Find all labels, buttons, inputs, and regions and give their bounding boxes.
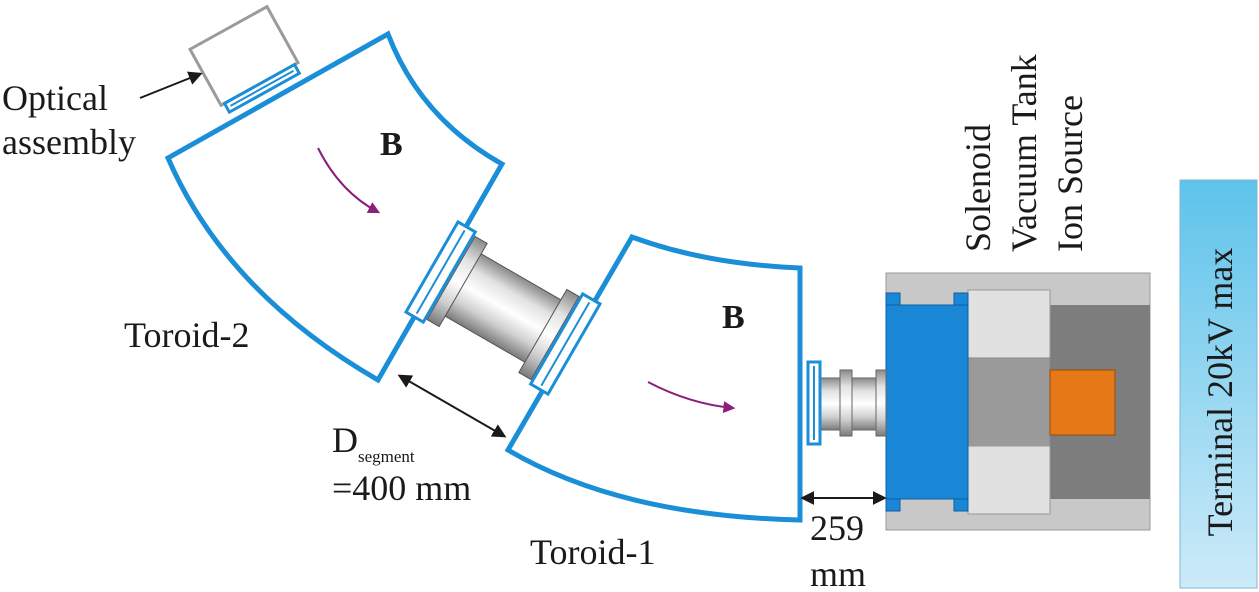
- toroid-1: B: [504, 233, 803, 523]
- field-label-toroid1: B: [722, 299, 745, 336]
- solenoid-flange: [885, 498, 901, 512]
- segment-distance-arrow: [397, 374, 507, 438]
- solenoid-label: Solenoid: [958, 124, 998, 252]
- solenoid-block: [885, 304, 969, 500]
- tank-insulator-bottom: [967, 445, 1051, 515]
- field-label-toroid2: B: [380, 126, 403, 163]
- exit-beampipe: [806, 360, 887, 446]
- ion-source-label: Ion Source: [1050, 95, 1090, 252]
- terminal-box: Terminal 20kV max: [1179, 179, 1258, 589]
- segment-distance-subscript: segment: [358, 447, 415, 466]
- optical-label-line1: Optical: [2, 78, 108, 118]
- solenoid-flange: [953, 292, 969, 306]
- solenoid-flange: [885, 292, 901, 306]
- optical-assembly: Optical assembly: [2, 4, 302, 162]
- gap-distance-unit: mm: [810, 554, 866, 592]
- toroid2-label: Toroid-2: [124, 315, 249, 355]
- tank-insulator-top: [967, 289, 1051, 359]
- source-assembly: [885, 272, 1151, 531]
- optical-label-line2: assembly: [2, 122, 136, 162]
- ion-source: [1049, 369, 1116, 436]
- terminal-label: Terminal 20kV max: [1200, 248, 1240, 537]
- solenoid-flange: [953, 498, 969, 512]
- tank-insulator-mid: [967, 357, 1051, 447]
- segment-distance-symbol: D: [332, 420, 358, 460]
- toroid1-label: Toroid-1: [530, 532, 655, 572]
- segment-distance-label: Dsegment: [332, 420, 415, 466]
- gap-distance-value: 259: [810, 508, 864, 548]
- field-arrow-toroid1: [647, 381, 736, 414]
- vacuum-tank-label: Vacuum Tank: [1004, 54, 1044, 252]
- segment-distance-value: =400 mm: [332, 468, 471, 508]
- optical-pointer-arrow: [139, 71, 203, 99]
- inter-toroid-beampipe: [403, 219, 603, 397]
- field-arrow-toroid2: [317, 147, 381, 214]
